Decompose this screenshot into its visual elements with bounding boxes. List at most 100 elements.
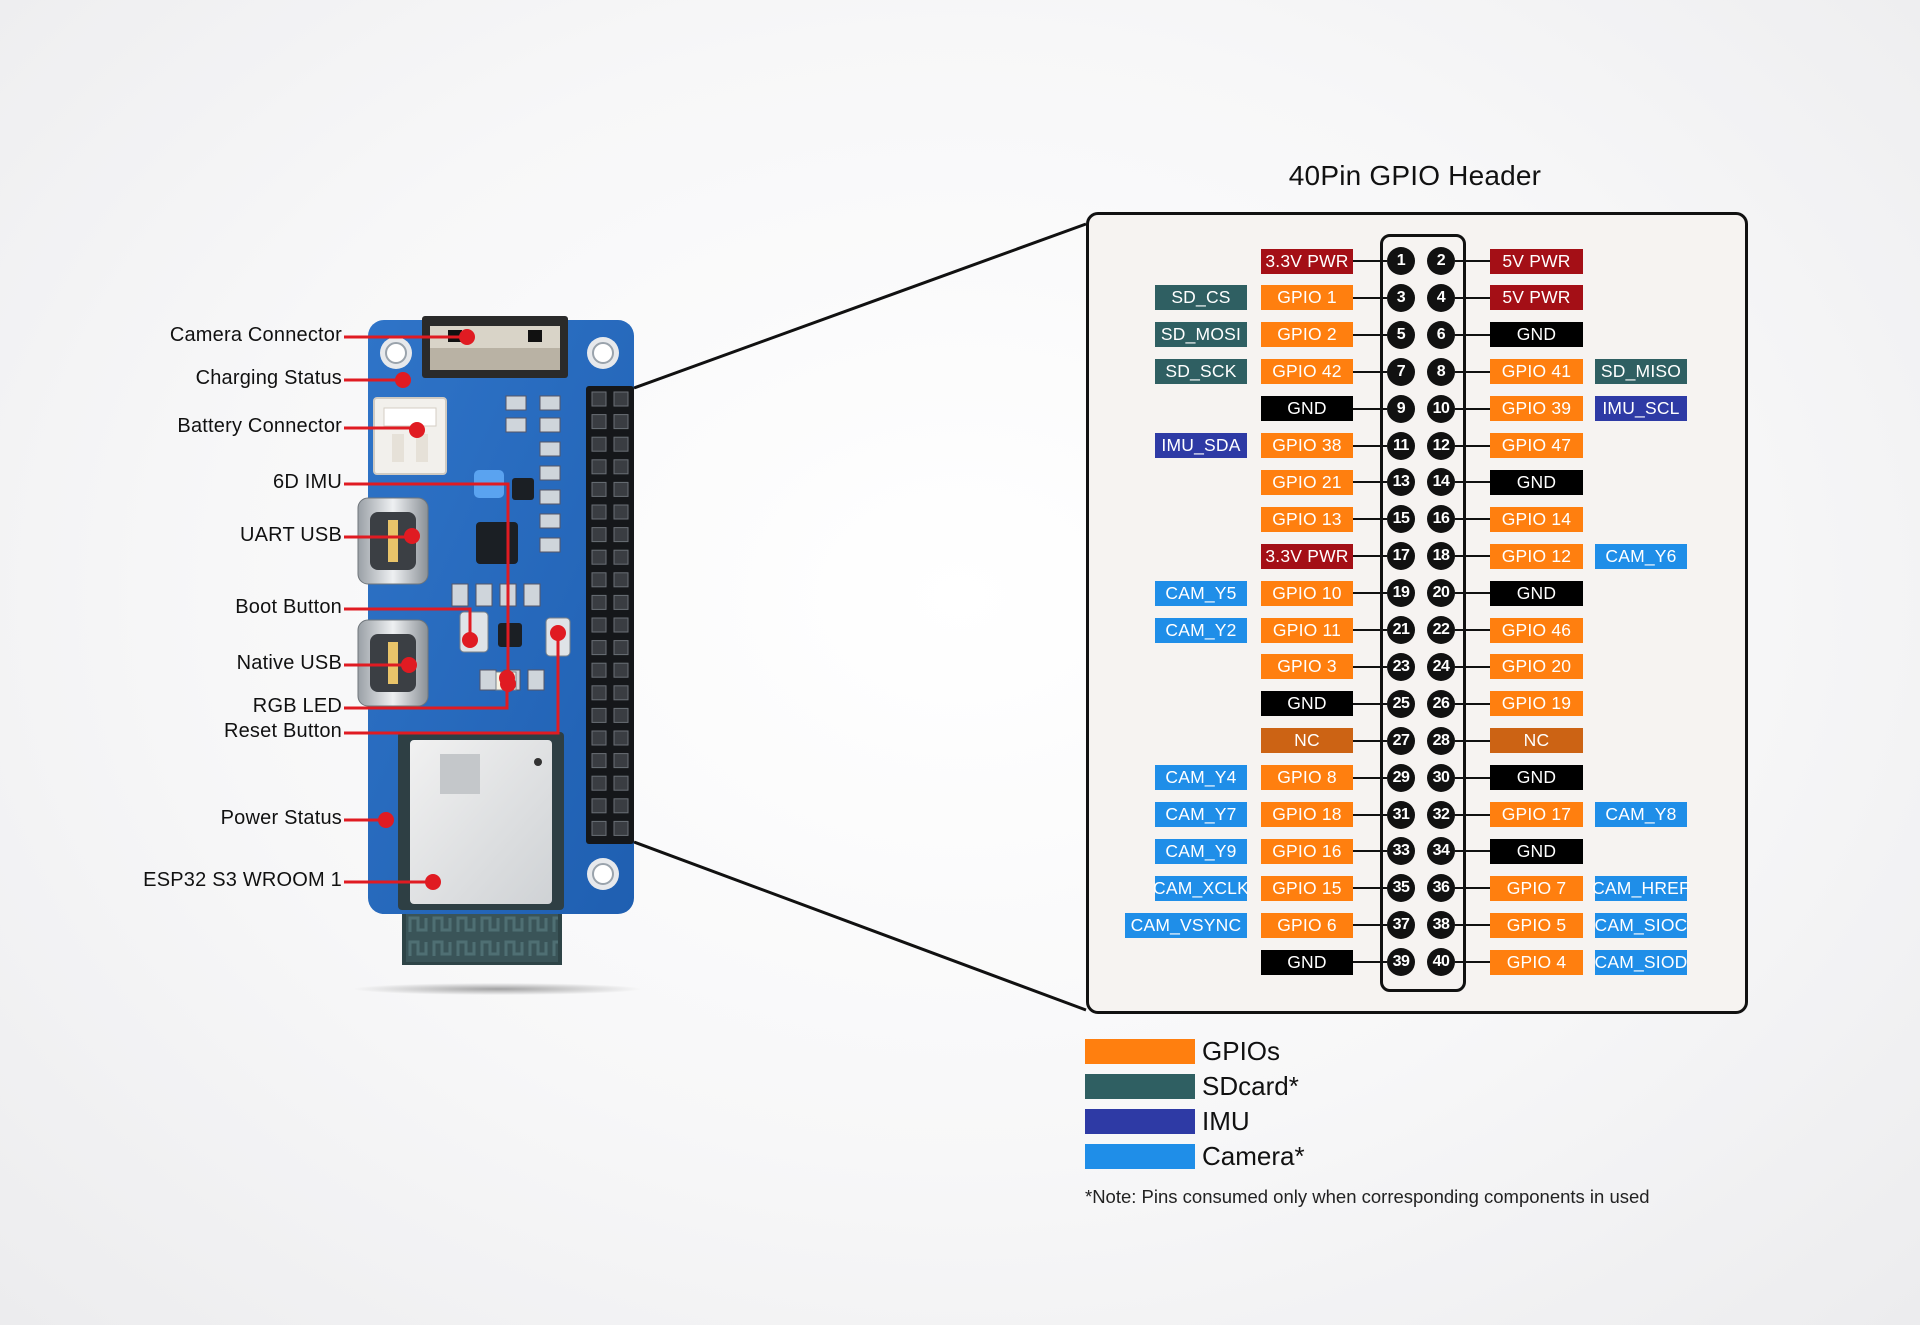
footnote: *Note: Pins consumed only when correspon… bbox=[1085, 1186, 1650, 1207]
pin-number: 18 bbox=[1427, 542, 1455, 571]
pin-number: 30 bbox=[1427, 763, 1455, 792]
pin-function-label: GPIO 5 bbox=[1490, 912, 1583, 938]
callout-label: Battery Connector bbox=[177, 415, 342, 437]
pin-function-label: GPIO 2 bbox=[1261, 322, 1353, 348]
uart-usb-port bbox=[357, 497, 429, 585]
pin-number: 33 bbox=[1387, 837, 1415, 866]
pin-connector-line bbox=[1455, 776, 1490, 779]
pin-number: 23 bbox=[1387, 652, 1415, 681]
header-pin bbox=[591, 414, 607, 430]
camera-connector bbox=[422, 316, 568, 378]
header-pin bbox=[591, 775, 607, 791]
pin-connector-line bbox=[1353, 776, 1387, 779]
regulator-chip bbox=[512, 478, 534, 500]
callout-dot bbox=[378, 812, 394, 828]
header-pin bbox=[591, 753, 607, 769]
pin-number: 8 bbox=[1427, 357, 1455, 386]
pin-alt-function-label: CAM_HREF bbox=[1592, 875, 1690, 901]
legend-swatch bbox=[1085, 1144, 1195, 1169]
pin-function-label: GPIO 41 bbox=[1490, 359, 1583, 385]
callout-dot bbox=[404, 528, 420, 544]
callout-line bbox=[344, 535, 414, 539]
pin-connector-line bbox=[1455, 333, 1490, 336]
header-pin bbox=[591, 572, 607, 588]
callout-label: 6D IMU bbox=[273, 471, 342, 493]
pin-function-label: GPIO 7 bbox=[1490, 875, 1583, 901]
header-pin bbox=[591, 459, 607, 475]
pin-function-label: 5V PWR bbox=[1490, 248, 1583, 274]
pin-connector-line bbox=[1455, 407, 1490, 410]
native-usb-port bbox=[357, 619, 429, 707]
pin-number: 3 bbox=[1387, 283, 1415, 312]
callout-label: Charging Status bbox=[195, 367, 342, 389]
pin-connector-line bbox=[1455, 702, 1490, 705]
pin-function-label: GND bbox=[1490, 469, 1583, 495]
pin-function-label: GPIO 18 bbox=[1261, 802, 1353, 827]
pin-number: 2 bbox=[1427, 247, 1455, 275]
pin-function-label: GPIO 42 bbox=[1261, 359, 1353, 385]
callout-dot bbox=[550, 625, 566, 641]
pin-function-label: GPIO 17 bbox=[1490, 802, 1583, 827]
pin-function-label: GPIO 13 bbox=[1261, 506, 1353, 532]
pin-function-label: GND bbox=[1261, 949, 1353, 975]
callout-dot bbox=[401, 657, 417, 673]
header-pin bbox=[613, 730, 629, 746]
callout-label: Boot Button bbox=[235, 596, 342, 618]
pin-number: 1 bbox=[1387, 247, 1415, 275]
pin-number: 11 bbox=[1387, 431, 1415, 460]
pin-number: 12 bbox=[1427, 431, 1455, 460]
pin-number: 31 bbox=[1387, 800, 1415, 829]
pin-connector-line bbox=[1455, 961, 1490, 964]
callout-dot bbox=[425, 874, 441, 890]
pin-function-label: GPIO 38 bbox=[1261, 433, 1353, 458]
pin-function-label: GND bbox=[1261, 691, 1353, 717]
callout-dot bbox=[395, 372, 411, 388]
header-pin bbox=[613, 820, 629, 836]
pin-connector-line bbox=[1455, 592, 1490, 595]
header-pin bbox=[591, 391, 607, 407]
pin-number: 29 bbox=[1387, 763, 1415, 792]
pin-connector-line bbox=[1353, 665, 1387, 668]
legend-label: IMU bbox=[1202, 1106, 1250, 1136]
header-pin bbox=[591, 549, 607, 565]
pin-number: 4 bbox=[1427, 283, 1455, 312]
pin-function-label: GND bbox=[1490, 322, 1583, 348]
pin-connector-line bbox=[1353, 924, 1387, 927]
header-pin bbox=[613, 504, 629, 520]
pin-alt-function-label: CAM_VSYNC bbox=[1125, 912, 1247, 938]
pin-function-label: NC bbox=[1261, 728, 1353, 754]
legend-label: SDcard* bbox=[1202, 1071, 1299, 1101]
pin-number: 6 bbox=[1427, 320, 1455, 349]
header-pin bbox=[613, 707, 629, 723]
pin-alt-function-label: SD_CS bbox=[1155, 285, 1247, 311]
pin-function-label: GND bbox=[1490, 765, 1583, 791]
battery-connector bbox=[373, 397, 447, 475]
pin-alt-function-label: CAM_Y2 bbox=[1155, 617, 1247, 643]
pin-number: 9 bbox=[1387, 394, 1415, 423]
imu-chip bbox=[476, 522, 518, 564]
controller-chip bbox=[498, 623, 522, 647]
pin-connector-line bbox=[1455, 813, 1490, 816]
pin-function-label: GPIO 6 bbox=[1261, 912, 1353, 938]
pin-connector-line bbox=[1353, 629, 1387, 631]
callout-label: Native USB bbox=[236, 652, 342, 674]
pin-function-label: GPIO 15 bbox=[1261, 875, 1353, 901]
pin-connector-line bbox=[1455, 518, 1490, 521]
pin-connector-line bbox=[1455, 665, 1490, 668]
pin-connector-line bbox=[1353, 444, 1387, 447]
pin-connector-line bbox=[1353, 887, 1387, 890]
pin-connector-line bbox=[1455, 629, 1490, 631]
callout-dot bbox=[462, 632, 478, 648]
pin-alt-function-label: IMU_SCL bbox=[1595, 396, 1687, 422]
pin-function-label: GPIO 20 bbox=[1490, 654, 1583, 680]
pin-connector-line bbox=[1353, 296, 1387, 299]
pin-function-label: GPIO 4 bbox=[1490, 949, 1583, 975]
callout-line bbox=[344, 482, 510, 684]
header-pin bbox=[613, 594, 629, 610]
header-pin bbox=[591, 685, 607, 701]
pin-number: 28 bbox=[1427, 726, 1455, 755]
pin-number: 39 bbox=[1387, 948, 1415, 977]
header-pin bbox=[591, 527, 607, 543]
pin-function-label: GPIO 14 bbox=[1490, 506, 1583, 532]
pin-connector-line bbox=[1353, 850, 1387, 853]
